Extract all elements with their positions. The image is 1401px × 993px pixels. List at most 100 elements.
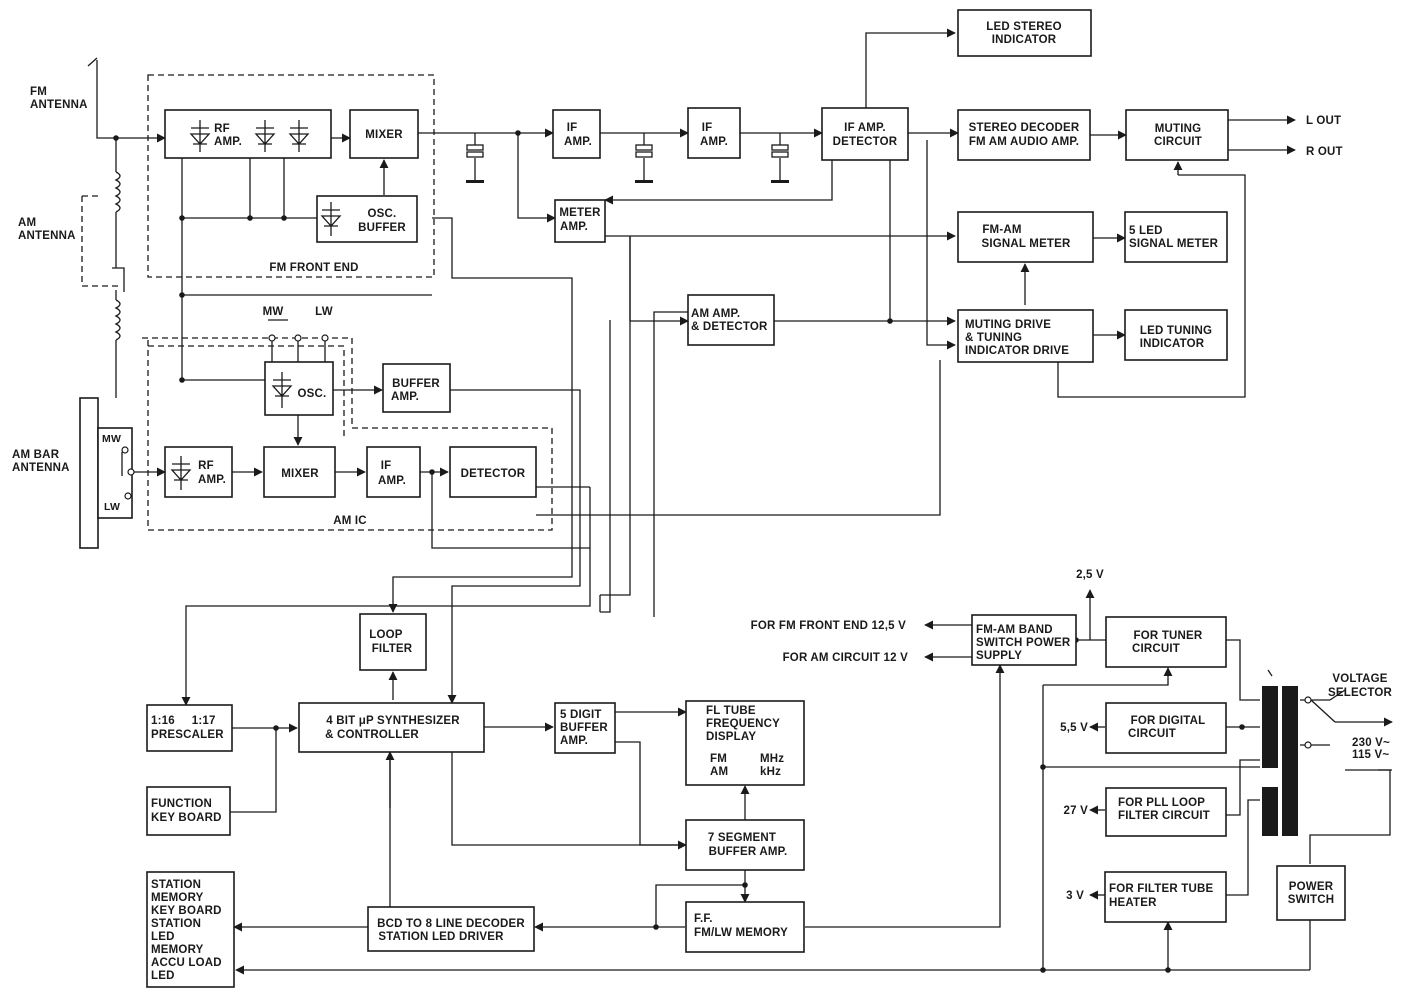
svg-text:LOOP: LOOP <box>369 629 403 641</box>
am-if-amp-block: IF AMP. <box>366 446 421 498</box>
muting-circuit-block: MUTING CIRCUIT <box>1125 109 1229 161</box>
svg-text:FM/LW MEMORY: FM/LW MEMORY <box>694 927 788 939</box>
svg-text:FOR FILTER TUBE: FOR FILTER TUBE <box>1109 883 1213 895</box>
am-ic-label: AM IC <box>333 515 367 527</box>
svg-text:OSC.: OSC. <box>298 388 327 400</box>
svg-text:AM AMP.: AM AMP. <box>691 308 740 320</box>
svg-text:& DETECTOR: & DETECTOR <box>691 321 768 333</box>
fm-front-end-label: FM FRONT END <box>269 262 358 274</box>
seven-segment-buffer-block: 7 SEGMENT BUFFER AMP. <box>685 819 805 871</box>
am-mixer-block: MIXER <box>263 446 336 498</box>
fm-antenna-label-2: ANTENNA <box>30 99 88 111</box>
svg-text:LED STEREO: LED STEREO <box>986 21 1061 33</box>
svg-text:AMP.: AMP. <box>198 474 226 486</box>
am-detector-block: DETECTOR <box>449 446 537 498</box>
power-switch-block: POWER SWITCH <box>1276 865 1346 921</box>
osc-buffer-block: OSC. BUFFER <box>316 195 418 243</box>
svg-text:OSC.: OSC. <box>368 208 397 220</box>
svg-text:IF AMP.: IF AMP. <box>844 122 886 134</box>
svg-text:LW: LW <box>104 501 120 513</box>
stereo-decoder-block: STEREO DECODER FM AM AUDIO AMP. <box>957 109 1091 161</box>
svg-text:FL TUBE: FL TUBE <box>706 705 756 717</box>
svg-text:BUFFER: BUFFER <box>358 222 406 234</box>
mw-selector-label: MW <box>263 306 284 318</box>
for-digital-circuit-block: FOR DIGITAL CIRCUIT <box>1105 702 1227 754</box>
svg-text:7 SEGMENT: 7 SEGMENT <box>708 832 776 844</box>
v-2-5-label: 2,5 V <box>1076 569 1104 581</box>
varactor-diode-icon <box>320 202 342 236</box>
am-rf-amp-block: RF AMP. <box>164 446 233 498</box>
r-out-label: R OUT <box>1306 146 1343 158</box>
l-out-label: L OUT <box>1306 115 1341 127</box>
svg-text:ACCU LOAD: ACCU LOAD <box>151 957 222 969</box>
function-keyboard-block: FUNCTION KEY BOARD <box>146 786 231 836</box>
v-3-label: 3 V <box>1066 890 1084 902</box>
v-115-label: 115 V~ <box>1352 749 1389 761</box>
svg-text:SWITCH: SWITCH <box>1288 894 1335 906</box>
svg-text:kHz: kHz <box>760 766 781 778</box>
am-antenna-label: AM <box>18 217 36 229</box>
svg-text:MEMORY: MEMORY <box>151 892 204 904</box>
svg-text:STATION: STATION <box>151 918 201 930</box>
v-27-label: 27 V <box>1064 805 1089 817</box>
prescaler-block: 1:16 1:17 PRESCALER <box>146 704 233 752</box>
for-filter-tube-heater-block: FOR FILTER TUBE HEATER <box>1104 871 1227 923</box>
svg-text:FREQUENCY: FREQUENCY <box>706 718 780 730</box>
svg-text:FM: FM <box>710 753 727 765</box>
svg-text:BCD TO 8 LINE DECODER: BCD TO 8 LINE DECODER <box>377 918 525 930</box>
svg-text:STATION: STATION <box>151 879 201 891</box>
svg-text:KEY BOARD: KEY BOARD <box>151 812 222 824</box>
svg-text:5 DIGIT: 5 DIGIT <box>560 709 602 721</box>
svg-text:DETECTOR: DETECTOR <box>461 468 526 480</box>
svg-text:MIXER: MIXER <box>281 468 319 480</box>
fm-mixer-block: MIXER <box>349 109 419 159</box>
svg-text:FM-AM: FM-AM <box>982 224 1021 236</box>
lw-selector-label: LW <box>315 306 333 318</box>
am-antenna-label-2: ANTENNA <box>18 230 76 242</box>
svg-text:FILTER: FILTER <box>372 643 413 655</box>
svg-text:FOR DIGITAL: FOR DIGITAL <box>1131 715 1206 727</box>
fm-front-end-supply-label: FOR FM FRONT END 12,5 V <box>751 620 907 632</box>
svg-text:CIRCUIT: CIRCUIT <box>1132 643 1180 655</box>
svg-text:CIRCUIT: CIRCUIT <box>1154 136 1202 148</box>
svg-text:5 LED: 5 LED <box>1129 225 1163 237</box>
v-230-label: 230 V~ <box>1352 737 1390 749</box>
svg-text:HEATER: HEATER <box>1109 897 1157 909</box>
svg-text:AMP.: AMP. <box>378 475 406 487</box>
svg-text:SIGNAL METER: SIGNAL METER <box>1129 238 1219 250</box>
svg-text:FUNCTION: FUNCTION <box>151 798 212 810</box>
svg-text:CIRCUIT: CIRCUIT <box>1128 728 1176 740</box>
svg-text:AMP.: AMP. <box>564 136 592 148</box>
for-tuner-circuit-block: FOR TUNER CIRCUIT <box>1105 616 1227 668</box>
svg-text:AMP.: AMP. <box>560 735 588 747</box>
svg-text:INDICATOR: INDICATOR <box>992 34 1057 46</box>
svg-text:BUFFER: BUFFER <box>560 722 608 734</box>
band-switch-power-supply-block: FM-AM BAND SWITCH POWER SUPPLY <box>971 614 1077 666</box>
led-signal-meter-block: 5 LED SIGNAL METER <box>1124 211 1228 263</box>
am-bar-antenna-label-2: ANTENNA <box>12 462 70 474</box>
loop-filter-block: LOOP FILTER <box>359 613 427 671</box>
svg-text:STATION LED DRIVER: STATION LED DRIVER <box>378 931 504 943</box>
svg-text:SIGNAL METER: SIGNAL METER <box>981 238 1071 250</box>
svg-text:FOR TUNER: FOR TUNER <box>1134 630 1203 642</box>
ceramic-filter-icons <box>466 144 789 183</box>
svg-text:RF: RF <box>214 123 230 135</box>
svg-text:DISPLAY: DISPLAY <box>706 731 756 743</box>
am-bar-antenna-label: AM BAR <box>12 449 60 461</box>
bcd-decoder-block: BCD TO 8 LINE DECODER STATION LED DRIVER <box>367 906 535 952</box>
led-tuning-indicator-block: LED TUNING INDICATOR <box>1124 309 1228 361</box>
voltage-selector-label: VOLTAGE <box>1332 673 1387 685</box>
svg-text:FOR PLL LOOP: FOR PLL LOOP <box>1118 797 1205 809</box>
svg-text:METER: METER <box>559 207 601 219</box>
varactor-diode-icon <box>189 120 310 152</box>
ff-memory-block: F.F. FM/LW MEMORY <box>685 901 805 953</box>
svg-text:FM AM AUDIO AMP.: FM AM AUDIO AMP. <box>969 136 1079 148</box>
svg-text:MUTING DRIVE: MUTING DRIVE <box>965 319 1051 331</box>
muting-drive-block: MUTING DRIVE & TUNING INDICATOR DRIVE <box>957 309 1094 363</box>
svg-text:INDICATOR: INDICATOR <box>1140 338 1205 350</box>
svg-text:LED: LED <box>151 970 175 982</box>
svg-text:FILTER CIRCUIT: FILTER CIRCUIT <box>1118 810 1210 822</box>
svg-text:FM-AM BAND: FM-AM BAND <box>976 624 1053 636</box>
buffer-amp-block: BUFFER AMP. <box>382 363 451 413</box>
